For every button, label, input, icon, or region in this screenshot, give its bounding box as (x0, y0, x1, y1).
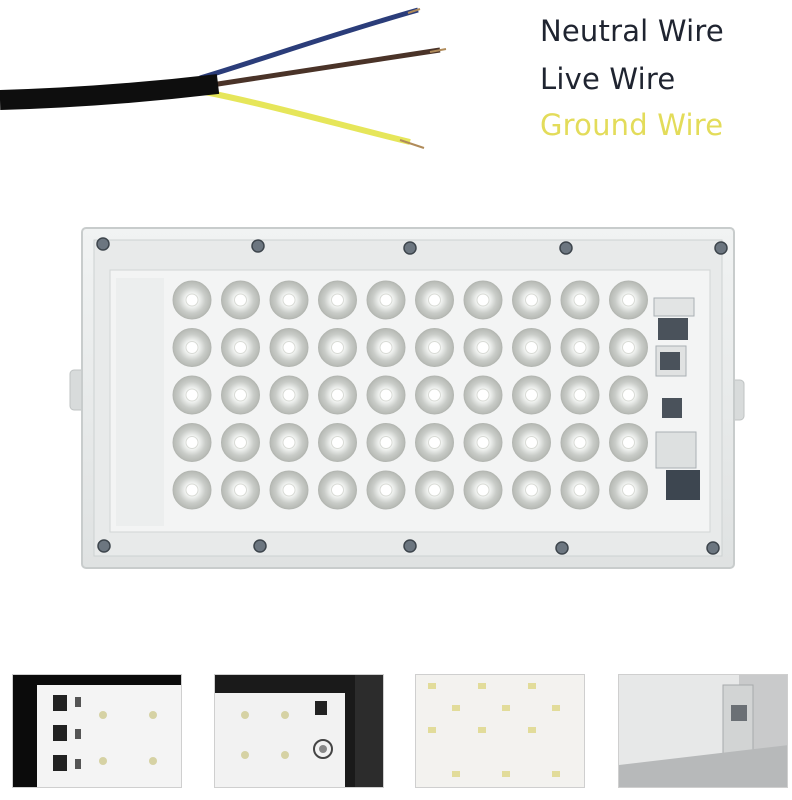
led-chip (573, 483, 587, 497)
led-chip (282, 388, 296, 402)
led-chip (428, 436, 441, 449)
driver-board-image (13, 675, 181, 787)
led-chip (379, 483, 393, 497)
led-chip (234, 483, 247, 497)
led-chip (428, 483, 441, 497)
thumb-driver-board[interactable] (12, 674, 182, 788)
ground-wire (204, 89, 411, 145)
led-chip (185, 483, 199, 497)
led-chip (379, 341, 393, 354)
led-chip (476, 388, 490, 402)
led-chip (185, 388, 199, 402)
neutral-wire-label: Neutral Wire (540, 14, 724, 48)
led-chip (428, 341, 441, 354)
screw (403, 241, 417, 255)
led-chip (573, 388, 587, 402)
led-chip (282, 341, 296, 354)
screw (253, 539, 267, 553)
led-chip (428, 388, 441, 402)
led-chip (573, 293, 587, 307)
led-chip (622, 483, 635, 497)
screw (403, 539, 417, 553)
led-chip (234, 388, 247, 402)
led-chip (331, 388, 344, 402)
ground-wire-label: Ground Wire (540, 108, 724, 142)
led-chip (185, 341, 199, 354)
led-chip (622, 388, 635, 402)
led-chip (379, 293, 393, 307)
thumb-led-closeup[interactable] (415, 674, 585, 788)
led-chip (476, 341, 490, 354)
led-chip (622, 293, 635, 307)
screw (555, 541, 569, 555)
mounting-bracket-image (619, 675, 787, 787)
led-chip (234, 341, 247, 354)
live-wire (204, 47, 441, 89)
panel-screws (96, 237, 728, 555)
thumb-mounting-bracket[interactable] (618, 674, 788, 788)
led-chip (622, 341, 635, 354)
led-chip (525, 436, 538, 449)
board-corner-image (215, 675, 383, 787)
wire-cable-illustration (0, 7, 447, 149)
led-chip (573, 436, 587, 449)
screw (97, 539, 111, 553)
screw (714, 241, 728, 255)
screw (96, 237, 110, 251)
led-chip (525, 388, 538, 402)
driver-circuit (653, 297, 700, 500)
black-cable (0, 74, 220, 110)
led-chip (331, 341, 344, 354)
led-closeup-image (416, 675, 584, 787)
led-chip (476, 436, 490, 449)
led-grid (172, 280, 648, 510)
neutral-wire (199, 7, 419, 81)
led-chip (234, 436, 247, 449)
led-chip (379, 436, 393, 449)
led-chip (234, 293, 247, 307)
led-chip (331, 483, 344, 497)
live-wire-label: Live Wire (540, 62, 676, 96)
led-chip (428, 293, 441, 307)
led-chip (476, 293, 490, 307)
led-chip (379, 388, 393, 402)
led-chip (282, 436, 296, 449)
screw (559, 241, 573, 255)
led-chip (282, 293, 296, 307)
led-chip (622, 436, 635, 449)
led-chip (185, 293, 199, 307)
led-chip (525, 293, 538, 307)
led-chip (282, 483, 296, 497)
led-chip (573, 341, 587, 354)
led-chip (476, 483, 490, 497)
led-chip (331, 293, 344, 307)
thumb-board-corner[interactable] (214, 674, 384, 788)
led-chip (185, 436, 199, 449)
led-chip (525, 483, 538, 497)
led-flood-light-panel (69, 227, 745, 569)
screw (706, 541, 720, 555)
led-chip (525, 341, 538, 354)
screw (251, 239, 265, 253)
led-chip (331, 436, 344, 449)
